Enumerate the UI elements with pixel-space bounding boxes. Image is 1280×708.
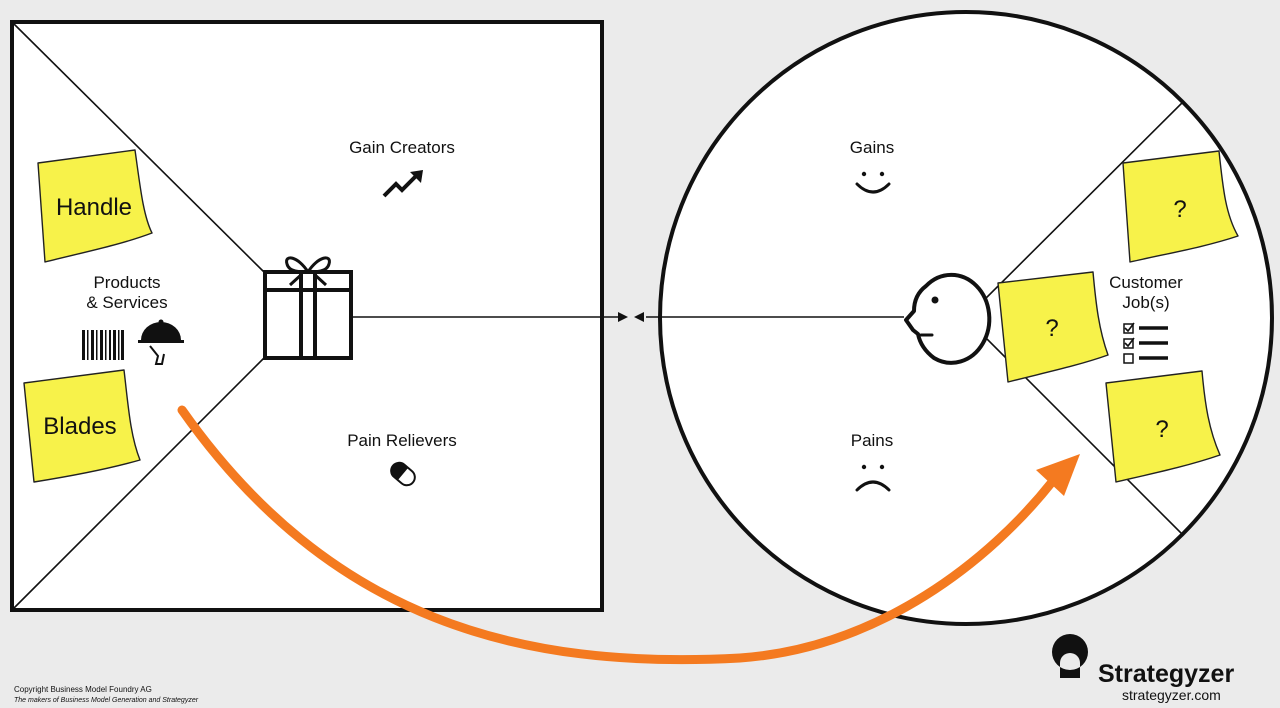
sticky-note-text: Handle bbox=[56, 194, 132, 221]
cloche-icon bbox=[138, 319, 184, 365]
sticky-note-paper bbox=[997, 271, 1109, 383]
tagline-text: The makers of Business Model Generation … bbox=[14, 697, 199, 704]
fit-arrow bbox=[177, 405, 1080, 665]
arrow-head bbox=[1036, 454, 1080, 496]
sticky-note-blades[interactable]: Blades bbox=[23, 369, 141, 483]
sticky-note-paper bbox=[1122, 150, 1239, 263]
frown-icon bbox=[855, 464, 891, 492]
sticky-note-paper bbox=[37, 149, 153, 263]
gains-label: Gains bbox=[850, 138, 894, 157]
chart-up-icon bbox=[382, 170, 423, 198]
brand-url-link[interactable]: strategyzer.com bbox=[1122, 687, 1221, 703]
checklist-icon bbox=[1123, 322, 1168, 364]
barcode-icon bbox=[82, 330, 124, 360]
pill-icon bbox=[390, 461, 416, 487]
customer-jobs-label-line1: Customer bbox=[1109, 273, 1183, 292]
sticky-note-paper bbox=[23, 369, 141, 483]
pains-label: Pains bbox=[851, 431, 894, 450]
strategyzer-logo-icon bbox=[1052, 634, 1088, 678]
gain-creators-label: Gain Creators bbox=[349, 138, 455, 157]
arrow-curve bbox=[177, 405, 1057, 665]
products-label-line2: & Services bbox=[86, 293, 167, 312]
customer-jobs-label-line2: Job(s) bbox=[1122, 293, 1169, 312]
smile-icon bbox=[855, 171, 891, 194]
sticky-note-question-3[interactable]: ? bbox=[1105, 370, 1221, 483]
customer-profile: Gains Pains Customer Job(s) bbox=[634, 10, 1274, 626]
brand-name: Strategyzer bbox=[1098, 660, 1234, 688]
sticky-note-question-2[interactable]: ? bbox=[997, 271, 1109, 383]
copyright-notice: Copyright Business Model Foundry AG The … bbox=[14, 684, 198, 706]
sticky-note-handle[interactable]: Handle bbox=[37, 149, 153, 263]
sticky-note-question-1[interactable]: ? bbox=[1122, 150, 1239, 263]
face-profile-icon bbox=[904, 272, 992, 365]
products-label-line1: Products bbox=[93, 273, 160, 292]
value-map: Gain Creators Pain Relievers Products & … bbox=[10, 20, 628, 612]
gift-icon bbox=[263, 256, 353, 360]
sticky-note-paper bbox=[1105, 370, 1221, 483]
sticky-note-text: ? bbox=[1155, 416, 1168, 443]
sticky-note-text: Blades bbox=[43, 413, 116, 440]
copyright-text: Copyright Business Model Foundry AG bbox=[14, 685, 152, 694]
pain-relievers-label: Pain Relievers bbox=[347, 431, 457, 450]
sticky-note-text: ? bbox=[1045, 315, 1058, 342]
sticky-note-text: ? bbox=[1173, 196, 1186, 223]
